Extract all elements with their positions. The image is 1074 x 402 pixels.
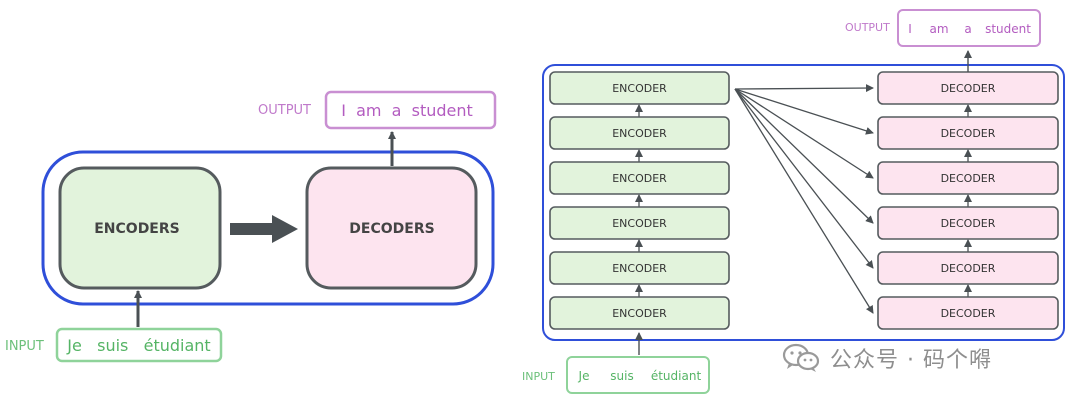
right-output-tag: OUTPUT <box>845 21 890 34</box>
decoder-label: DECODER <box>941 307 996 320</box>
decoders-label: DECODERS <box>349 221 434 237</box>
wechat-icon <box>782 343 820 372</box>
encoder-block <box>549 296 730 330</box>
encoder-label: ENCODER <box>612 307 667 320</box>
encoder-label: ENCODER <box>612 127 667 140</box>
decoders-block <box>305 166 478 290</box>
encoder-decoder-attention-arrow <box>734 88 874 269</box>
left-output-text: I am a student <box>341 101 473 120</box>
encoders-label: ENCODERS <box>94 221 180 237</box>
decoder-block <box>877 206 1059 240</box>
right-stack-frame <box>542 64 1065 341</box>
left-output-tag: OUTPUT <box>258 103 311 118</box>
decoder-label: DECODER <box>941 217 996 230</box>
encoder-label: ENCODER <box>612 262 667 275</box>
watermark-text: 公众号 · 码个嘚 <box>830 348 992 373</box>
encoder-block <box>549 206 730 240</box>
encoder-decoder-attention-arrow <box>734 88 874 135</box>
left-input-text: Je suis étudiant <box>66 336 210 355</box>
left-stack-frame <box>41 150 495 306</box>
decoder-block <box>877 251 1059 285</box>
encoder-block <box>549 251 730 285</box>
encoder-label: ENCODER <box>612 82 667 95</box>
decoder-label: DECODER <box>941 262 996 275</box>
right-input-tag: INPUT <box>522 370 555 383</box>
left-input-box <box>55 327 223 363</box>
left-overview-diagram: ENCODERS DECODERS INPUT Je suis étudiant… <box>5 90 497 363</box>
encoder-to-decoder-arrow <box>230 215 298 243</box>
encoder-block <box>549 161 730 195</box>
encoder-block <box>549 71 730 105</box>
decoder-block <box>877 116 1059 150</box>
encoder-decoder-attention-arrow <box>734 88 874 224</box>
right-output-word-2: a <box>964 22 971 36</box>
encoder-label: ENCODER <box>612 172 667 185</box>
right-detailed-diagram: ENCODER DECODER ENCODER DECODER ENCODER DECOD… <box>522 9 1065 394</box>
encoders-block <box>58 166 222 290</box>
right-output-word-1: am <box>929 22 948 36</box>
right-output-box <box>897 9 1041 47</box>
decoder-block <box>877 161 1059 195</box>
right-input-box <box>566 356 710 394</box>
decoder-block <box>877 296 1059 330</box>
encoder-decoder-attention-arrow <box>734 88 874 314</box>
left-output-box <box>324 90 497 130</box>
left-input-tag: INPUT <box>5 339 44 354</box>
right-output-word-0: I <box>908 22 912 36</box>
right-input-word-2: étudiant <box>651 369 702 383</box>
watermark: 公众号 · 码个嘚 <box>782 342 992 374</box>
right-input-word-1: suis <box>610 369 633 383</box>
encoder-decoder-attention-arrow <box>734 84 874 93</box>
encoder-decoder-stacks: ENCODER DECODER ENCODER DECODER ENCODER DECOD… <box>549 71 1059 330</box>
encoder-label: ENCODER <box>612 217 667 230</box>
decoder-label: DECODER <box>941 127 996 140</box>
encoder-block <box>549 116 730 150</box>
decoder-label: DECODER <box>941 82 996 95</box>
right-output-word-3: student <box>985 22 1031 36</box>
encoder-decoder-attention-arrow <box>734 88 874 179</box>
decoder-label: DECODER <box>941 172 996 185</box>
right-input-word-0: Je <box>578 369 590 383</box>
